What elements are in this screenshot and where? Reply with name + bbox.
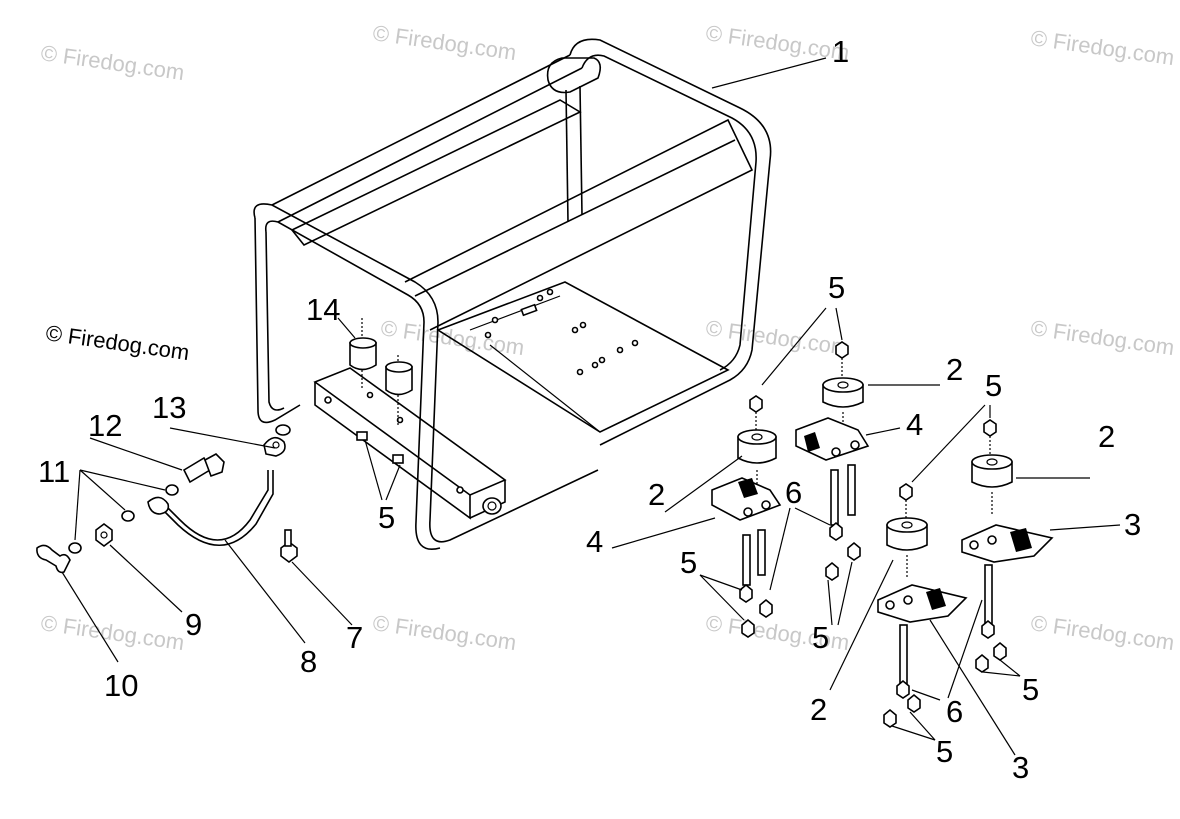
callout-5: 5 <box>985 368 1002 403</box>
callout-2: 2 <box>810 692 827 727</box>
callout-5: 5 <box>378 500 395 535</box>
callout-3: 3 <box>1012 750 1029 785</box>
callout-8: 8 <box>300 644 317 679</box>
watermark: © Firedog.com <box>1029 315 1176 360</box>
callout-14: 14 <box>306 292 340 327</box>
watermark: © Firedog.com <box>44 320 191 365</box>
mount-assembly-b <box>795 341 870 581</box>
callout-5: 5 <box>828 270 845 305</box>
watermark: © Firedog.com <box>371 20 518 65</box>
rubber-mount-14 <box>349 318 413 464</box>
callout-13: 13 <box>152 390 186 425</box>
watermark: © Firedog.com <box>371 610 518 655</box>
callout-2: 2 <box>648 477 665 512</box>
watermark: © Firedog.com <box>379 315 526 360</box>
watermark: © Firedog.com <box>704 20 851 65</box>
callout-11: 11 <box>38 454 70 489</box>
callout-6: 6 <box>785 475 802 510</box>
watermark: © Firedog.com <box>1029 610 1176 655</box>
callout-6: 6 <box>946 694 963 729</box>
mount-assembly-a <box>711 395 782 638</box>
callout-1: 1 <box>832 34 849 69</box>
watermark: © Firedog.com <box>39 610 186 655</box>
callout-2: 2 <box>946 352 963 387</box>
mount-assembly-c <box>877 483 968 728</box>
callout-5: 5 <box>812 620 829 655</box>
leader-lines <box>61 57 1121 756</box>
callout-4: 4 <box>586 524 603 559</box>
callout-10: 10 <box>104 668 138 703</box>
callout-9: 9 <box>185 607 202 642</box>
callout-2: 2 <box>1098 419 1115 454</box>
callout-7: 7 <box>346 620 363 655</box>
callout-5: 5 <box>680 545 697 580</box>
callout-12: 12 <box>88 408 122 443</box>
callout-4: 4 <box>906 407 923 442</box>
callout-3: 3 <box>1124 507 1141 542</box>
frame <box>253 38 772 550</box>
watermark: © Firedog.com <box>704 315 851 360</box>
mount-assembly-d <box>961 419 1054 673</box>
ground-strap-hardware <box>36 424 298 574</box>
callout-5: 5 <box>936 734 953 769</box>
watermark: © Firedog.com <box>39 40 186 85</box>
callout-labels: 1 5 2 5 4 2 3 2 6 4 5 5 5 2 6 5 3 14 5 1… <box>38 34 1141 785</box>
callout-5: 5 <box>1022 672 1039 707</box>
watermark: © Firedog.com <box>1029 25 1176 70</box>
